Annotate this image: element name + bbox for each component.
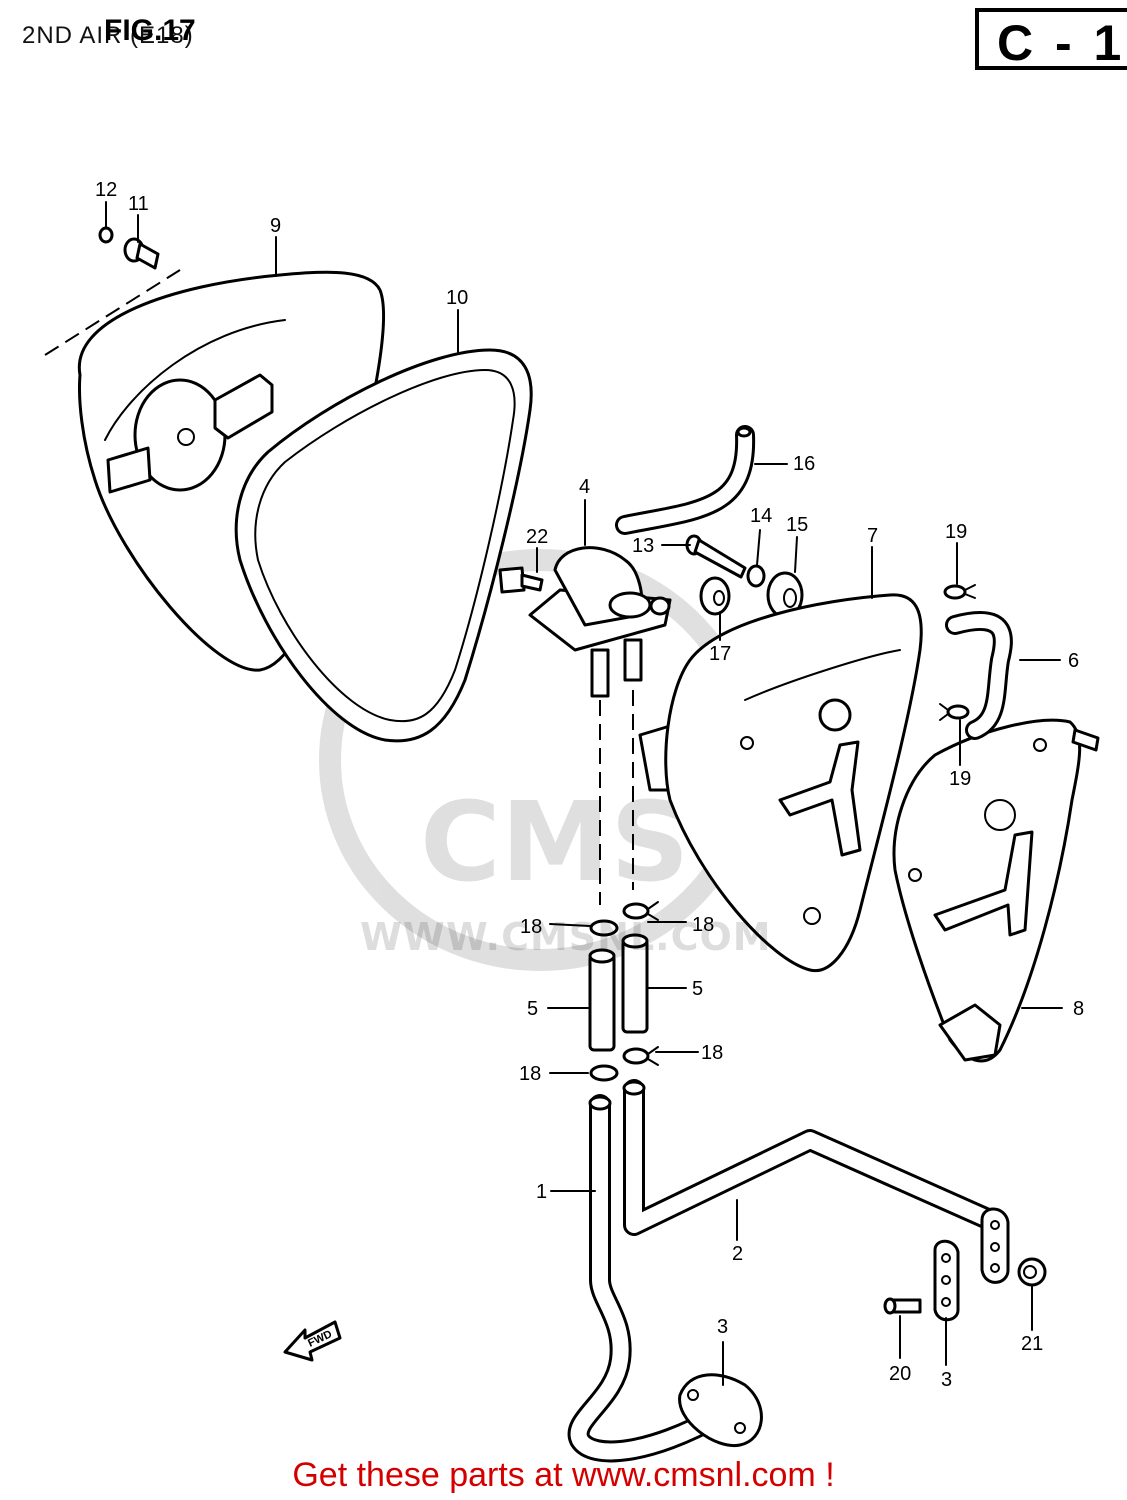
callout-4: 4 [579,476,590,498]
part-5-hoses [588,933,649,1052]
callout-18-a: 18 [520,916,542,938]
page-code-box: C - 1 [975,8,1127,71]
part-21-nut [1017,1257,1047,1287]
figure-subtitle: 2ND AIR (E18) [22,22,194,49]
callout-1: 1 [536,1181,547,1203]
callout-20: 20 [889,1363,911,1385]
callout-18-d: 18 [701,1042,723,1064]
part-19-clamp-lower [939,703,970,721]
callout-19-lower: 19 [949,768,971,790]
leader-lines [105,201,1063,1386]
part-3-flange-side [933,1239,960,1322]
callout-2: 2 [732,1243,743,1265]
part-12-washer [98,226,114,244]
callout-11: 11 [128,193,149,215]
part-6-hose [945,610,1013,740]
svg-text:CMS: CMS [420,778,689,906]
part-11-bolt [123,237,160,270]
callout-9: 9 [270,215,281,237]
callout-numbers: 12 11 9 10 16 4 22 13 14 15 7 19 6 19 17… [95,179,1084,1391]
callout-8: 8 [1073,998,1084,1020]
part-19-clamp-upper [943,584,976,600]
part-14-washer [746,564,766,588]
figure-number: FIG.17 [104,14,196,47]
part-13-bolt [685,534,747,579]
callout-6: 6 [1068,650,1079,672]
part-2-pipe [622,1079,1001,1236]
footer-link-text[interactable]: Get these parts at www.cmsnl.com ! [292,1456,835,1494]
part-16-hose [615,425,756,535]
callout-18-b: 18 [692,914,714,936]
watermark-text: WWW.CMSNL.COM [360,915,772,959]
part-1-pipe [567,1094,731,1463]
part-3-flange-upper [980,1207,1010,1284]
callout-12: 12 [95,179,117,201]
callout-5-b: 5 [692,978,703,1000]
callout-21: 21 [1021,1333,1043,1355]
callout-17: 17 [709,643,731,665]
callout-15: 15 [786,514,808,536]
callout-13: 13 [632,535,654,557]
page-code: C - 1 [997,15,1126,71]
watermark-logo: CMS [319,549,761,971]
callout-10: 10 [446,287,468,309]
part-10-gasket [234,348,533,743]
part-4-valve [528,546,672,698]
callout-3-b: 3 [941,1369,952,1391]
part-8-plate [892,718,1100,1063]
part-18-clamps [589,901,659,1082]
part-7-cover [638,593,923,973]
part-20-stud [883,1297,922,1315]
fwd-arrow-icon: FWD [283,1320,342,1362]
part-3-flange-lower [678,1373,763,1448]
part-22-bolt [498,566,544,594]
callout-14: 14 [750,505,772,527]
callout-19-upper: 19 [945,521,967,543]
callout-16: 16 [793,453,815,475]
callout-7: 7 [867,525,878,547]
callout-18-c: 18 [519,1063,541,1085]
callout-5-a: 5 [527,998,538,1020]
assembly-line-9 [44,269,181,356]
callout-22: 22 [526,526,548,548]
callout-3-a: 3 [717,1316,728,1338]
part-17-collar [699,576,731,616]
